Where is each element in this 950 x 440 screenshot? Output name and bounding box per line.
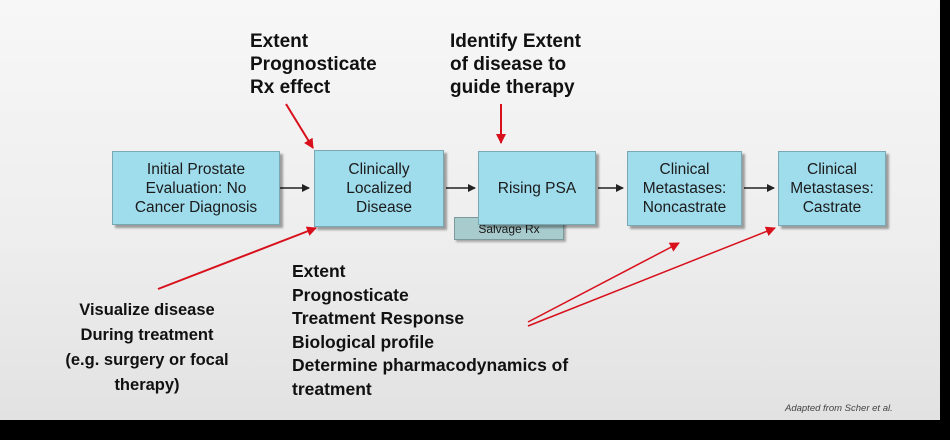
annotation-imaging-goals: Extent Prognosticate Treatment Response … <box>292 260 568 401</box>
box-rising-psa: Rising PSA <box>478 151 596 225</box>
list-item: Biological profile <box>292 331 434 352</box>
box-line: Localized <box>346 180 412 197</box>
annotation-line: (e.g. surgery or focal <box>65 351 229 369</box>
box-line: Evaluation: No <box>145 179 247 197</box>
list-item: Determine pharmacodynamics of <box>292 355 569 375</box>
annotation-line: guide therapy <box>450 77 575 98</box>
red-arrow <box>527 242 680 323</box>
annotation-line: of disease to <box>450 54 567 75</box>
annotation-extent-prognosticate-rx: Extent Prognosticate Rx effect <box>250 30 377 99</box>
list-item: Extent <box>292 261 346 281</box>
red-arrow <box>285 103 314 149</box>
box-line: Metastases: <box>790 180 874 197</box>
annotation-line: Rx effect <box>250 77 331 98</box>
box-line: Clinically <box>348 161 410 178</box>
red-arrow <box>157 226 317 290</box>
box-line: Disease <box>356 199 412 216</box>
list-item: Treatment Response <box>292 308 465 328</box>
annotation-line: Identify Extent <box>450 31 581 52</box>
slide: Extent Prognosticate Rx effect Identify … <box>0 0 940 420</box>
annotation-line: Prognosticate <box>250 54 377 75</box>
source-credit: Adapted from Scher et al. <box>785 403 893 414</box>
annotation-line: Visualize disease <box>79 301 215 319</box>
list-item: treatment <box>292 378 372 399</box>
annotation-identify-extent: Identify Extent of disease to guide ther… <box>450 30 581 99</box>
box-metastases-noncastrate: Clinical Metastases: Noncastrate <box>627 151 742 226</box>
box-clinically-localized: Clinically Localized Disease <box>314 150 444 227</box>
box-line: Castrate <box>802 199 862 216</box>
box-line: Metastases: <box>642 180 727 197</box>
box-line: Noncastrate <box>642 199 727 216</box>
box-line: Initial Prostate <box>146 160 246 178</box>
box-line: Clinical <box>807 161 857 178</box>
list-item: Prognosticate <box>292 284 409 305</box>
annotation-line: During treatment <box>80 326 214 344</box>
connector-arrows <box>157 103 776 327</box>
red-arrow <box>527 226 776 327</box>
box-line: Cancer Diagnosis <box>134 198 258 216</box>
annotation-line: therapy) <box>114 376 180 394</box>
box-metastases-castrate: Clinical Metastases: Castrate <box>778 151 886 226</box>
annotation-line: Extent <box>250 31 309 52</box>
box-initial-evaluation: Initial Prostate Evaluation: No Cancer D… <box>112 151 280 225</box>
box-line: Rising PSA <box>497 179 577 197</box>
annotation-visualize-disease: Visualize disease During treatment (e.g.… <box>52 298 242 398</box>
box-line: Clinical <box>659 161 710 178</box>
salvage-rx-text: Salvage Rx <box>478 221 540 236</box>
